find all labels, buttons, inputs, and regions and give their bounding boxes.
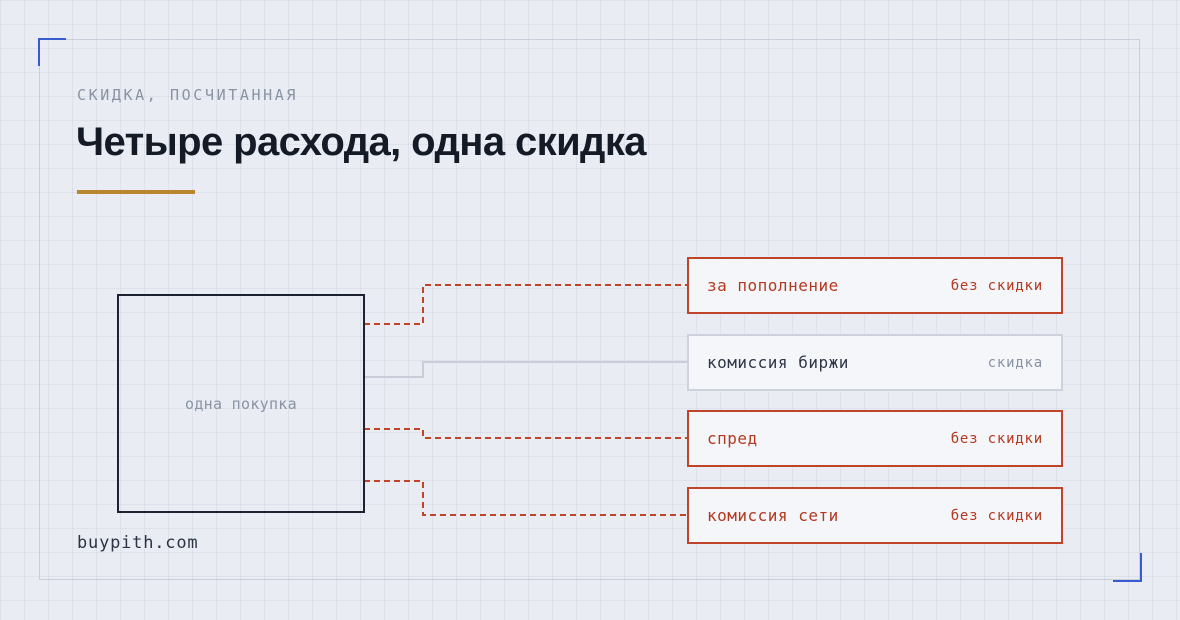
cost-name: спред	[707, 429, 758, 448]
cost-name: комиссия сети	[707, 506, 839, 525]
source-label: одна покупка	[185, 394, 297, 413]
cost-box-za-popolnenie: за пополнение без скидки	[687, 257, 1063, 314]
cost-name: комиссия биржи	[707, 353, 849, 372]
connector-za-popolnenie	[364, 284, 687, 325]
cost-status: без скидки	[950, 277, 1043, 294]
page-title: Четыре расхода, одна скидка	[76, 120, 647, 164]
title-underline	[77, 190, 195, 194]
cost-status: скидка	[987, 354, 1043, 371]
corner-mark-top-left	[38, 38, 66, 66]
cost-box-komissiya-birzhi: комиссия биржи скидка	[687, 334, 1063, 391]
source-box: одна покупка	[117, 294, 365, 513]
connector-komissiya-birzhi	[364, 361, 687, 378]
connector-spred	[364, 428, 687, 439]
cost-status: без скидки	[950, 430, 1043, 447]
cost-box-spred: спред без скидки	[687, 410, 1063, 467]
cost-status: без скидки	[950, 507, 1043, 524]
content-frame	[39, 39, 1140, 580]
eyebrow-label: СКИДКА, ПОСЧИТАННАЯ	[77, 86, 298, 104]
corner-mark-bottom-right	[1113, 553, 1142, 582]
cost-name: за пополнение	[707, 276, 839, 295]
connector-komissiya-seti	[364, 480, 687, 516]
cost-box-komissiya-seti: комиссия сети без скидки	[687, 487, 1063, 544]
footer-url: buypith.com	[77, 533, 199, 553]
